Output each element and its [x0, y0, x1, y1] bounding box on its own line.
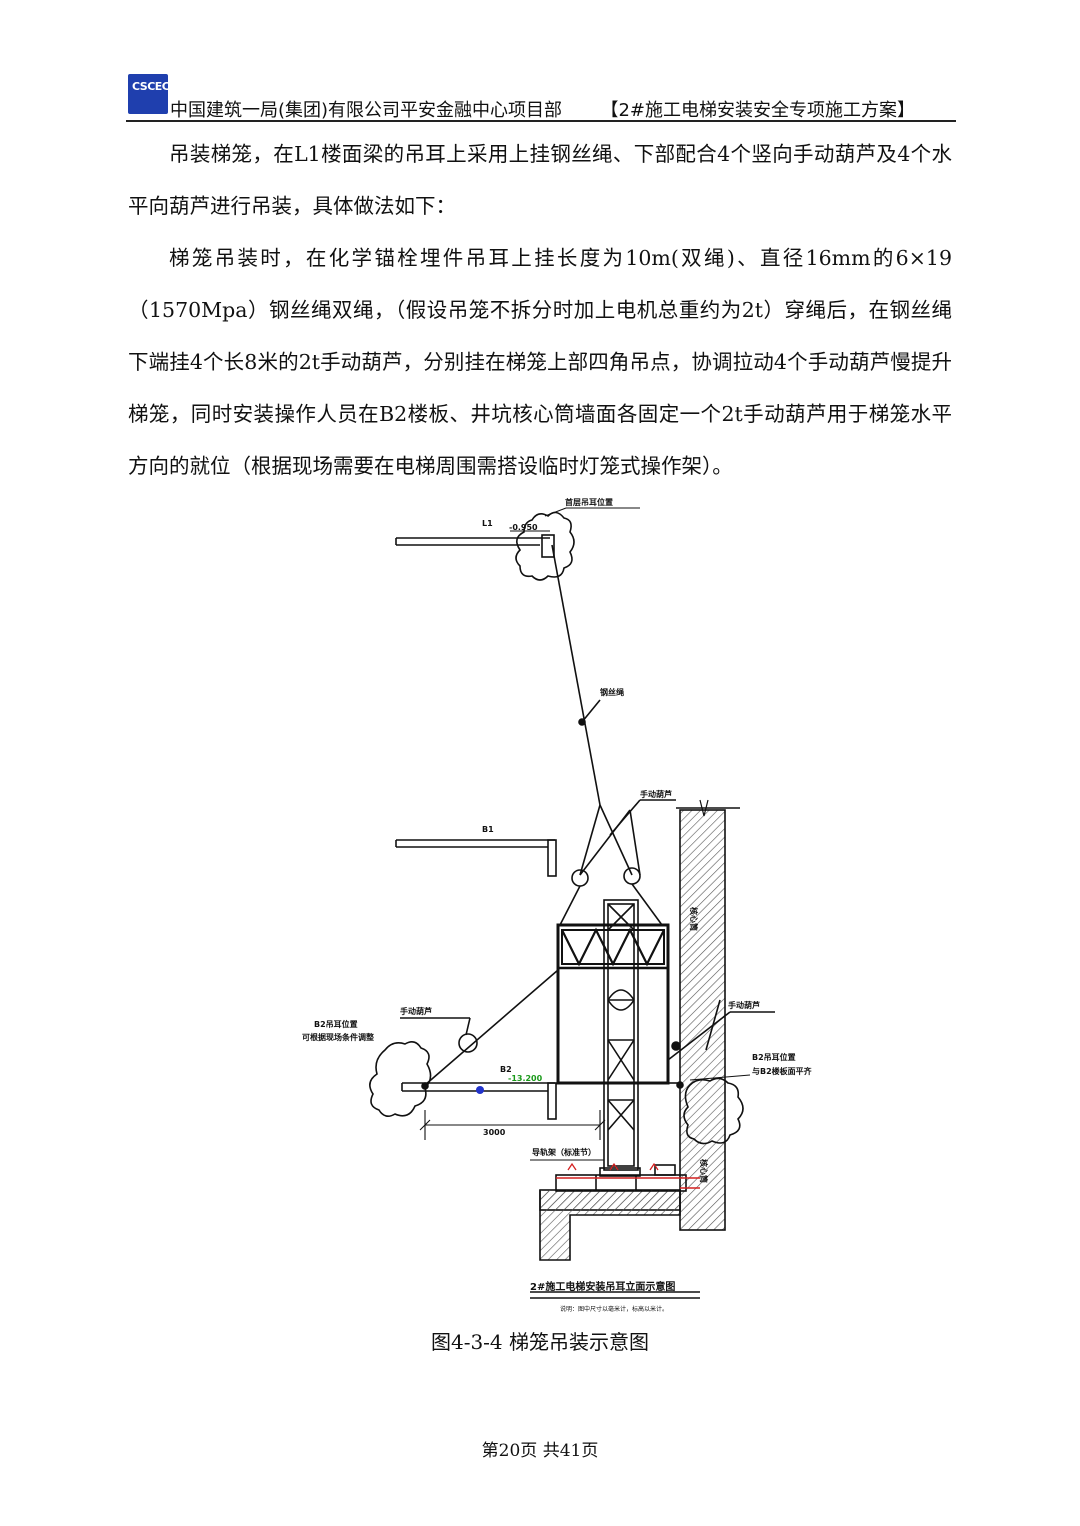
logo-text: CSCEC — [132, 80, 170, 93]
leader-lines — [510, 507, 751, 1161]
b2-right-cloud — [683, 1077, 744, 1145]
header-document-title: 【2#施工电梯安装安全专项施工方案】 — [600, 100, 915, 121]
l1-cloud — [515, 511, 575, 581]
b2-left-cloud — [369, 1040, 432, 1118]
l1-slab — [395, 534, 555, 558]
company-logo: CSCEC — [128, 74, 170, 114]
label-b2-lug-left-note: 可根据现场条件调整 — [302, 1032, 374, 1042]
right-hoist — [667, 999, 775, 1084]
label-guide-rail: 导轨架（标准节） — [532, 1147, 596, 1157]
label-elev-l1: -0.950 — [509, 523, 538, 532]
b1-slab — [395, 839, 557, 877]
page-number: 第20页 共41页 — [481, 1441, 599, 1461]
label-top-lug: 首层吊耳位置 — [565, 497, 613, 507]
drawing-title: 2#施工电梯安装吊耳立面示意图 — [530, 1280, 675, 1293]
core-wall — [679, 809, 726, 1231]
label-pit-wall: 核心筒 — [699, 1159, 709, 1183]
label-hoist-left: 手动葫芦 — [400, 1006, 432, 1016]
label-b2-lug-right-note: 与B2楼板面平齐 — [752, 1066, 813, 1076]
label-level-b1: B1 — [482, 825, 494, 834]
label-level-l1: L1 — [482, 519, 493, 528]
left-hoist — [400, 969, 559, 1086]
label-level-b2: B2 — [500, 1065, 512, 1074]
wire-rope — [551, 544, 601, 806]
paragraph-1: 吊装梯笼，在L1楼面梁的吊耳上采用上挂钢丝绳、下部配合4个竖向手动葫芦及4个水平… — [128, 142, 952, 218]
label-core-wall: 核心筒 — [689, 907, 699, 931]
dimension-3000 — [419, 1110, 606, 1140]
label-b2-lug-right: B2吊耳位置 — [752, 1052, 796, 1062]
body-text: 吊装梯笼，在L1楼面梁的吊耳上采用上挂钢丝绳、下部配合4个竖向手动葫芦及4个水平… — [128, 128, 952, 492]
label-hoist-top: 手动葫芦 — [640, 789, 672, 799]
label-elev-b2: -13.200 — [508, 1074, 543, 1083]
hoisting-diagram: 首层吊耳位置 L1 -0.950 钢丝绳 手动葫芦 B1 核心筒 手动葫芦 B2… — [302, 497, 813, 1313]
b2-marker — [476, 1086, 484, 1094]
label-b2-lug-left: B2吊耳位置 — [314, 1019, 358, 1029]
paragraph-2: 梯笼吊装时，在化学锚栓埋件吊耳上挂长度为10m(双绳)、直径16mm的6×19（… — [128, 246, 952, 478]
label-wire-rope: 钢丝绳 — [600, 687, 624, 697]
label-hoist-right: 手动葫芦 — [728, 1000, 760, 1010]
guide-rail-mast — [603, 899, 639, 1171]
top-hoist-sling — [559, 799, 676, 926]
label-dim-3000: 3000 — [483, 1128, 506, 1137]
header-company: 中国建筑一局(集团)有限公司平安金融中心项目部 — [170, 100, 563, 121]
pit-foundation — [530, 1162, 700, 1299]
figure-caption: 图4-3-4 梯笼吊装示意图 — [430, 1330, 650, 1354]
drawing-note: 说明：图中尺寸以毫米计，标高以米计。 — [560, 1305, 668, 1313]
elevator-cage — [556, 923, 670, 1085]
header-rule — [126, 120, 956, 122]
